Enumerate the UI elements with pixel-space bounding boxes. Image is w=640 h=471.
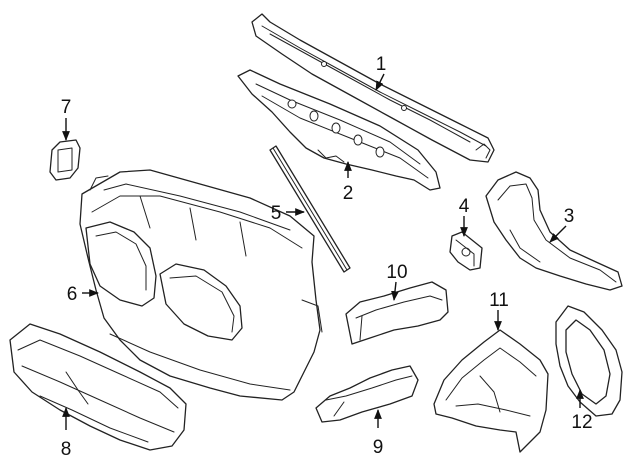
leader-10 [391,281,399,301]
leader-3 [549,225,567,243]
callout-5: 5 [271,203,282,224]
callout-10: 10 [386,262,407,283]
part-4-bracket[interactable] [449,231,483,271]
part-12-side-seal[interactable] [555,305,623,417]
part-9-lower-duct[interactable] [315,365,419,423]
callout-4: 4 [459,196,470,217]
part-5-strut-rod[interactable] [269,145,351,273]
callout-2: 2 [343,183,354,204]
part-2-brace-plate[interactable] [237,69,441,191]
callout-7: 7 [61,97,72,118]
part-6-radiator-shroud[interactable] [79,169,323,401]
part-11-air-guide[interactable] [433,329,549,453]
part-10-upper-duct[interactable] [345,281,449,345]
part-8-lower-deflector[interactable] [9,323,187,451]
callout-1: 1 [376,54,387,75]
part-3-air-duct-right[interactable] [485,171,623,291]
callout-9: 9 [373,437,384,458]
callout-6: 6 [67,284,78,305]
part-1-upper-rail[interactable] [251,13,495,163]
part-7-clip[interactable] [49,139,81,181]
leader-1 [375,73,385,91]
callout-11: 11 [489,290,509,311]
callout-12: 12 [571,412,592,433]
callout-3: 3 [564,206,575,227]
callout-8: 8 [61,439,72,460]
